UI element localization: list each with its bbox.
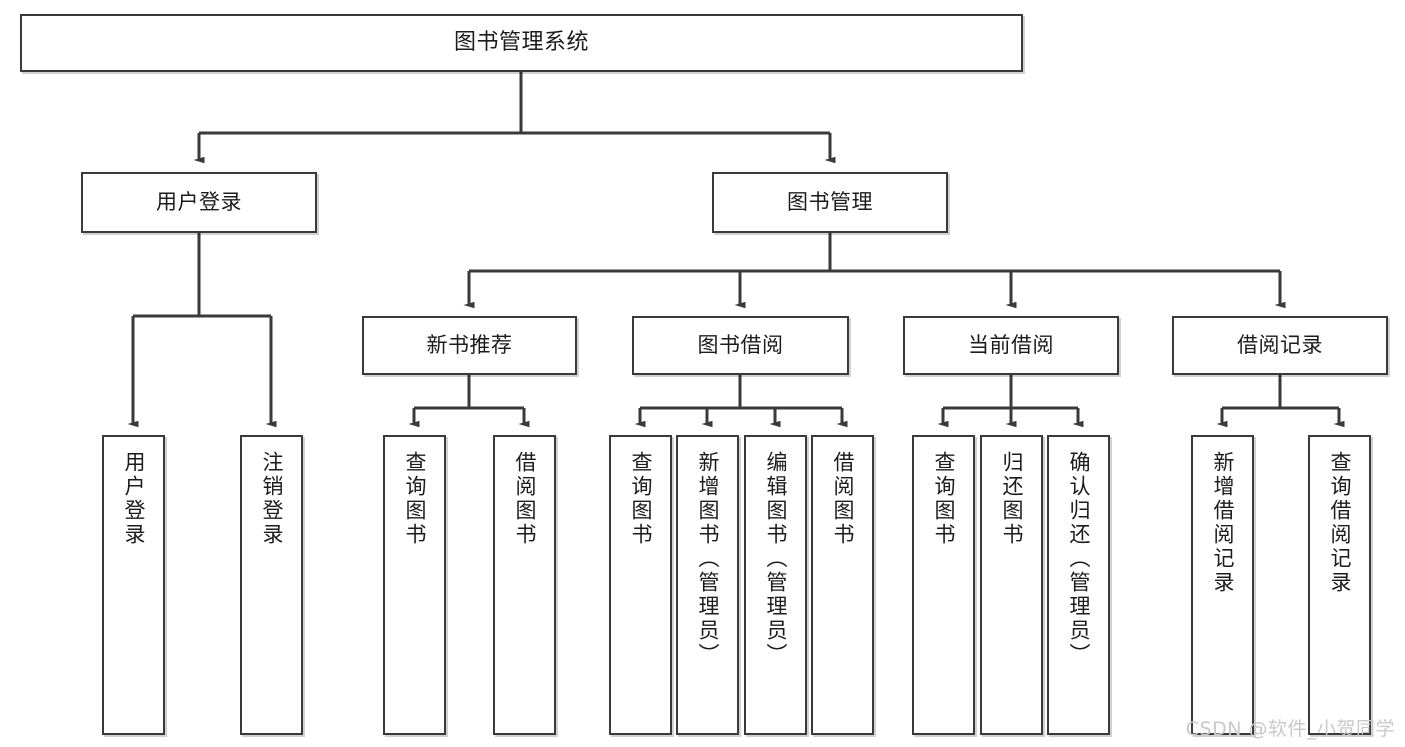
node-label: 新书推荐 bbox=[426, 333, 513, 358]
node-current-borrow[interactable]: 当前借阅 bbox=[903, 316, 1119, 375]
node-label: 借阅图书 bbox=[513, 451, 537, 547]
node-label: 归还图书 bbox=[1000, 451, 1024, 547]
node-label: 图书借阅 bbox=[697, 333, 784, 358]
node-label: 用户登录 bbox=[156, 190, 242, 215]
node-book-borrow[interactable]: 图书借阅 bbox=[632, 316, 849, 375]
leaf-borrow-book-recommend[interactable]: 借阅图书 bbox=[493, 435, 556, 735]
leaf-query-book-current[interactable]: 查询图书 bbox=[912, 435, 975, 735]
node-label: 查询借阅记录 bbox=[1328, 451, 1352, 595]
node-label: 图书管理 bbox=[787, 190, 873, 215]
node-label: 查询图书 bbox=[932, 451, 956, 547]
leaf-add-borrow-record[interactable]: 新增借阅记录 bbox=[1191, 435, 1254, 735]
node-label: 借阅图书 bbox=[831, 451, 855, 547]
node-label: 确认归还（管理员） bbox=[1067, 451, 1091, 667]
node-new-book-recommend[interactable]: 新书推荐 bbox=[362, 316, 577, 375]
node-label: 注销登录 bbox=[260, 451, 284, 547]
node-label: 借阅记录 bbox=[1237, 333, 1323, 358]
node-user-login[interactable]: 用户登录 bbox=[81, 172, 317, 233]
leaf-logout[interactable]: 注销登录 bbox=[240, 435, 303, 735]
node-borrow-records[interactable]: 借阅记录 bbox=[1172, 316, 1388, 375]
node-label: 查询图书 bbox=[403, 451, 427, 547]
leaf-user-login[interactable]: 用户登录 bbox=[102, 435, 165, 735]
node-label: 图书管理系统 bbox=[453, 30, 589, 56]
leaf-query-book-borrow[interactable]: 查询图书 bbox=[609, 435, 672, 735]
node-book-management[interactable]: 图书管理 bbox=[712, 172, 948, 233]
node-label: 用户登录 bbox=[122, 451, 146, 547]
node-label: 编辑图书（管理员） bbox=[764, 451, 788, 667]
node-label: 新增图书（管理员） bbox=[696, 451, 720, 667]
leaf-borrow-book[interactable]: 借阅图书 bbox=[811, 435, 874, 735]
leaf-confirm-return-admin[interactable]: 确认归还（管理员） bbox=[1047, 435, 1110, 735]
leaf-edit-book-admin[interactable]: 编辑图书（管理员） bbox=[744, 435, 807, 735]
leaf-add-book-admin[interactable]: 新增图书（管理员） bbox=[676, 435, 739, 735]
node-label: 新增借阅记录 bbox=[1211, 451, 1235, 595]
leaf-query-book-recommend[interactable]: 查询图书 bbox=[383, 435, 446, 735]
leaf-query-borrow-record[interactable]: 查询借阅记录 bbox=[1308, 435, 1371, 735]
node-label: 当前借阅 bbox=[968, 333, 1054, 358]
leaf-return-book[interactable]: 归还图书 bbox=[980, 435, 1043, 735]
node-root-system[interactable]: 图书管理系统 bbox=[20, 14, 1023, 72]
node-label: 查询图书 bbox=[629, 451, 653, 547]
